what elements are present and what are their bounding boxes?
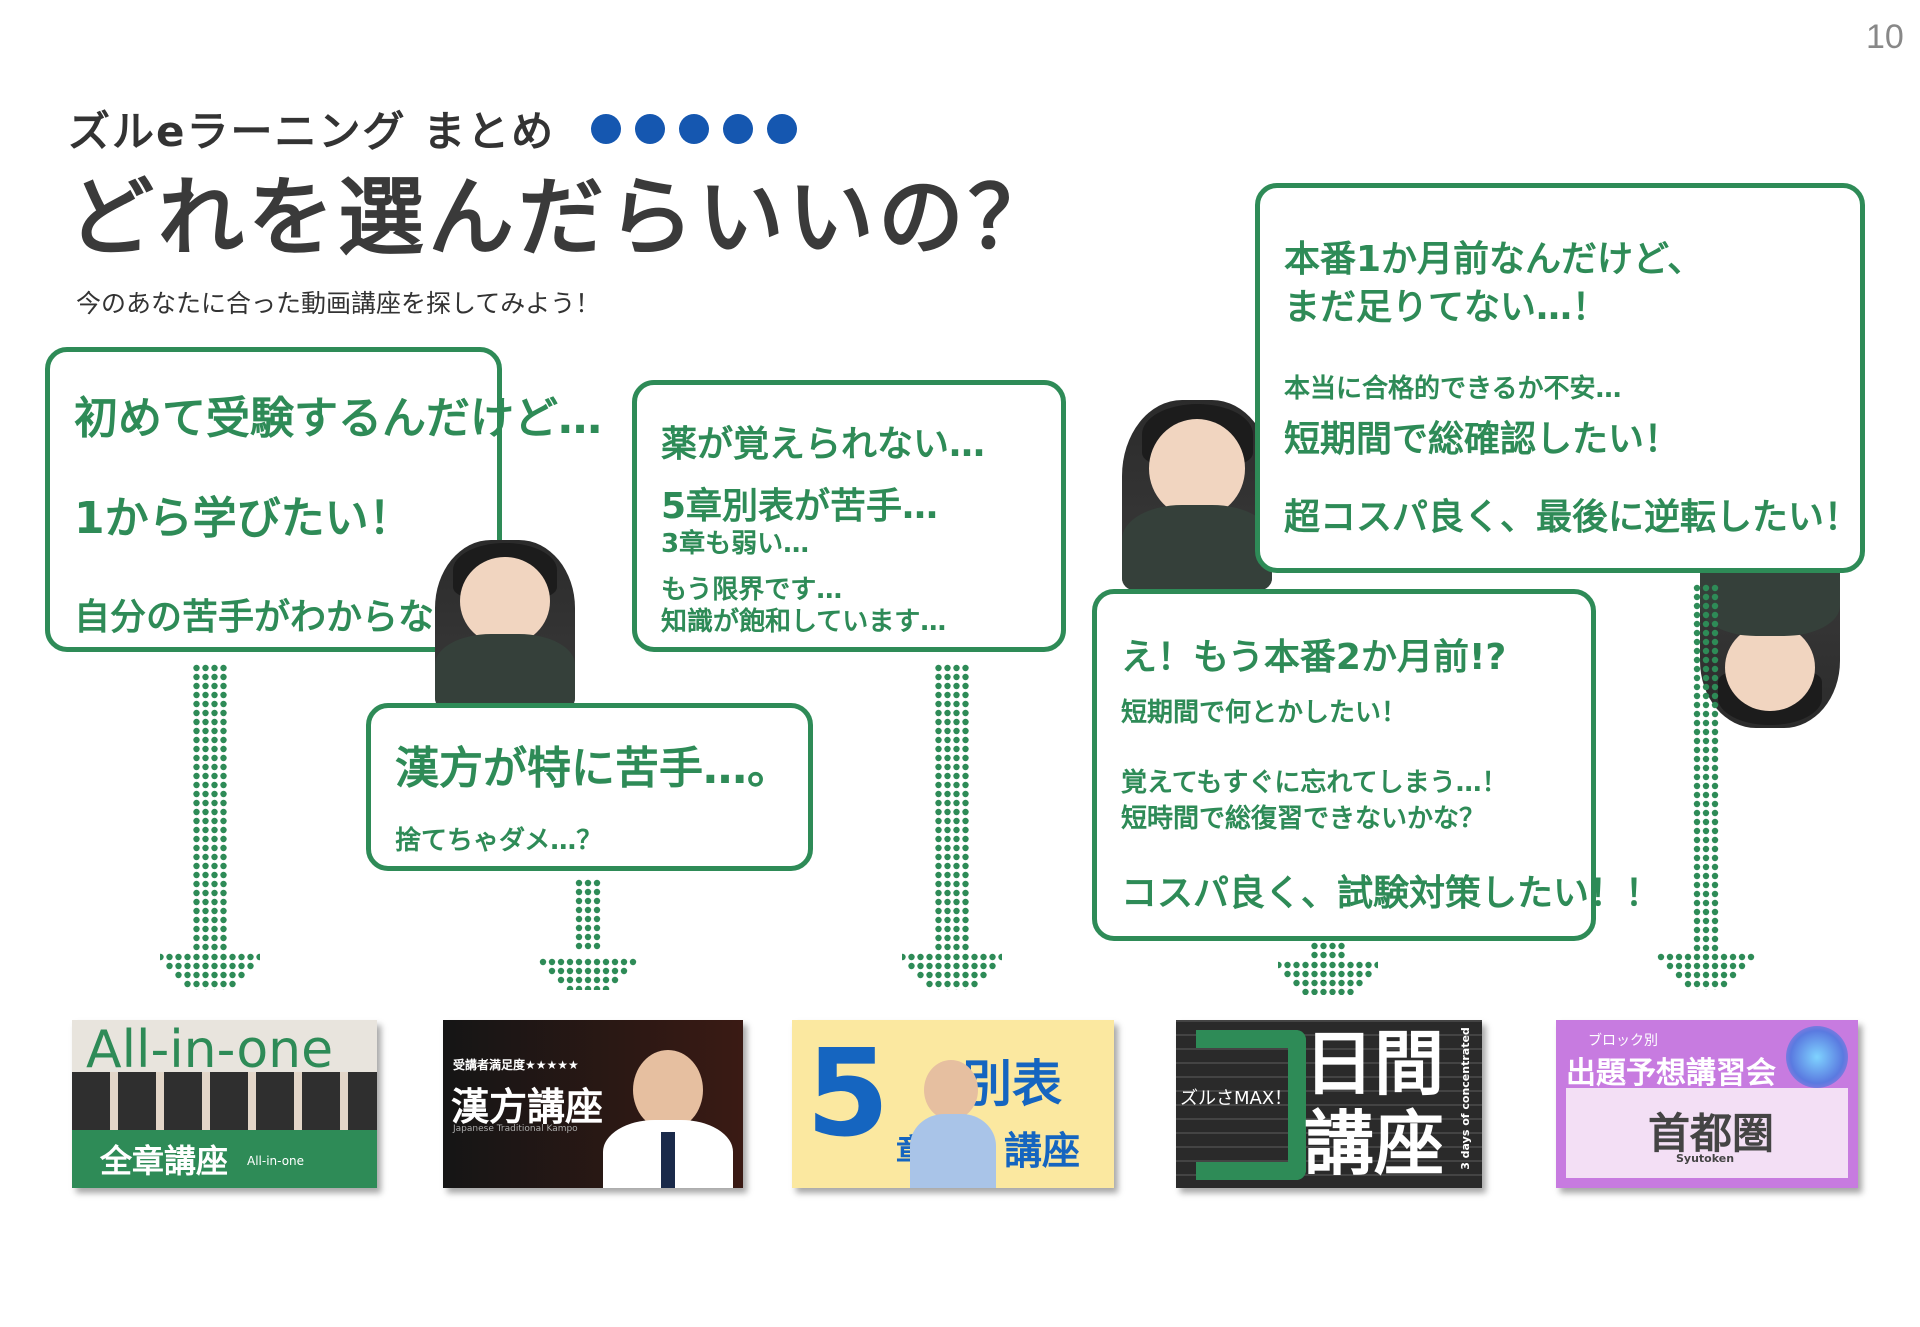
dotted-arrow-down-icon — [1657, 584, 1755, 990]
bubble-line: 初めて受験するんだけど… — [74, 393, 602, 444]
bubble-line: 3章も弱い… — [661, 529, 810, 559]
bubble-line: 1から学びたい！ — [74, 493, 413, 544]
card-title: 別表 — [962, 1055, 1062, 1113]
card-number: 5 — [806, 1025, 890, 1164]
progress-dots — [591, 113, 811, 144]
bubble-line: 薬が覚えられない… — [661, 424, 986, 465]
course-card-all-in-one[interactable]: All-in-one 全章講座 All-in-one — [72, 1020, 377, 1188]
page-subtitle: 今のあなたに合った動画講座を探してみよう！ — [76, 289, 601, 318]
card-title: 出題予想講習会 — [1566, 1056, 1776, 1091]
bubble-line: 超コスパ良く、最後に逆転したい！ — [1284, 497, 1861, 538]
bubble-line: 捨てちゃダメ…？ — [395, 826, 603, 856]
course-card-chapter5-appendix[interactable]: 5 別表 章 講座 — [792, 1020, 1114, 1188]
card-subtitle: 講座 — [1004, 1129, 1081, 1173]
card-title: 日間 — [1304, 1023, 1444, 1105]
bubble-line: 覚えてもすぐに忘れてしまう…！ — [1121, 768, 1508, 798]
bubble-line: 短期間で何とかしたい！ — [1121, 698, 1408, 728]
card-tag: ズルさMAX！ — [1180, 1088, 1293, 1109]
speech-bubble-kampo: 漢方が特に苦手…。 捨てちゃダメ…？ — [366, 703, 813, 871]
dotted-arrow-down-icon — [160, 664, 260, 990]
bubble-line: もう限界です… — [661, 575, 843, 605]
dotted-arrow-down-icon — [902, 664, 1002, 990]
dot — [767, 113, 798, 144]
course-card-regional-seminar[interactable]: ブロック別 出題予想講習会 首都圏 Syutoken — [1556, 1020, 1858, 1188]
dotted-arrow-down-icon — [539, 879, 637, 990]
bubble-line: まだ足りてない…！ — [1284, 287, 1609, 328]
speech-bubble-appendix: 薬が覚えられない… 5章別表が苦手… 3章も弱い… もう限界です… 知識が飽和し… — [632, 380, 1066, 652]
speech-bubble-two-months: え！もう本番2か月前!? 短期間で何とかしたい！ 覚えてもすぐに忘れてしまう…！… — [1092, 589, 1661, 941]
brand-title: ズルeラーニング まとめ — [68, 107, 556, 156]
card-subtitle: Japanese Traditional Kampo — [453, 1124, 578, 1134]
card-vertical-text: 3 days of concentrated — [1458, 1027, 1472, 1170]
card-title: 漢方講座 — [451, 1085, 604, 1129]
bubble-line: 知識が飽和しています… — [661, 607, 947, 637]
dot — [723, 113, 754, 144]
person-photo — [1122, 400, 1272, 590]
dot — [635, 113, 666, 144]
speech-bubble-beginner: 初めて受験するんだけど… 1から学びたい！ 自分の苦手がわからない… — [45, 347, 602, 652]
brand-line: ズルeラーニング まとめ — [68, 98, 811, 159]
person-photo — [435, 540, 575, 710]
page-number: 10 — [1866, 18, 1904, 56]
card-subtitle: All-in-one — [247, 1154, 305, 1168]
page-title: どれを選んだらいいの？ — [68, 168, 1058, 268]
bubble-line: 短時間で総復習できないかな？ — [1121, 804, 1486, 834]
card-tagline: 受講者満足度★★★★★ — [453, 1058, 579, 1072]
card-overlay-text: All-in-one — [86, 1020, 334, 1080]
card-tagline: ブロック別 — [1588, 1033, 1658, 1049]
dotted-arrow-down-icon — [1278, 942, 1378, 995]
bubble-line: 短期間で総確認したい！ — [1284, 419, 1681, 460]
bubble-line: 5章別表が苦手… — [661, 486, 939, 527]
card-subtitle: Syutoken — [1676, 1152, 1735, 1165]
course-card-kampo[interactable]: 受講者満足度★★★★★ 漢方講座 Japanese Traditional Ka… — [443, 1020, 743, 1188]
bubble-line: 漢方が特に苦手…。 — [395, 743, 791, 794]
speech-bubble-one-month: 本番1か月前なんだけど、 まだ足りてない…！ 本当に合格的できるか不安… 短期間… — [1255, 183, 1865, 573]
bubble-line: 本番1か月前なんだけど、 — [1284, 239, 1704, 280]
bubble-line: 本当に合格的できるか不安… — [1284, 374, 1622, 404]
course-card-3-days[interactable]: ズルさMAX！ 日間 講座 3 days of concentrated — [1176, 1020, 1482, 1188]
dot — [679, 113, 710, 144]
dot — [591, 113, 622, 144]
bubble-line: コスパ良く、試験対策したい！！ — [1121, 873, 1662, 914]
card-title: 全章講座 — [100, 1142, 229, 1180]
bubble-line: 自分の苦手がわからない… — [74, 597, 507, 638]
card-subtitle: 講座 — [1304, 1103, 1444, 1185]
bubble-line: え！もう本番2か月前!? — [1121, 637, 1507, 678]
card-region: 首都圏 — [1648, 1109, 1775, 1158]
